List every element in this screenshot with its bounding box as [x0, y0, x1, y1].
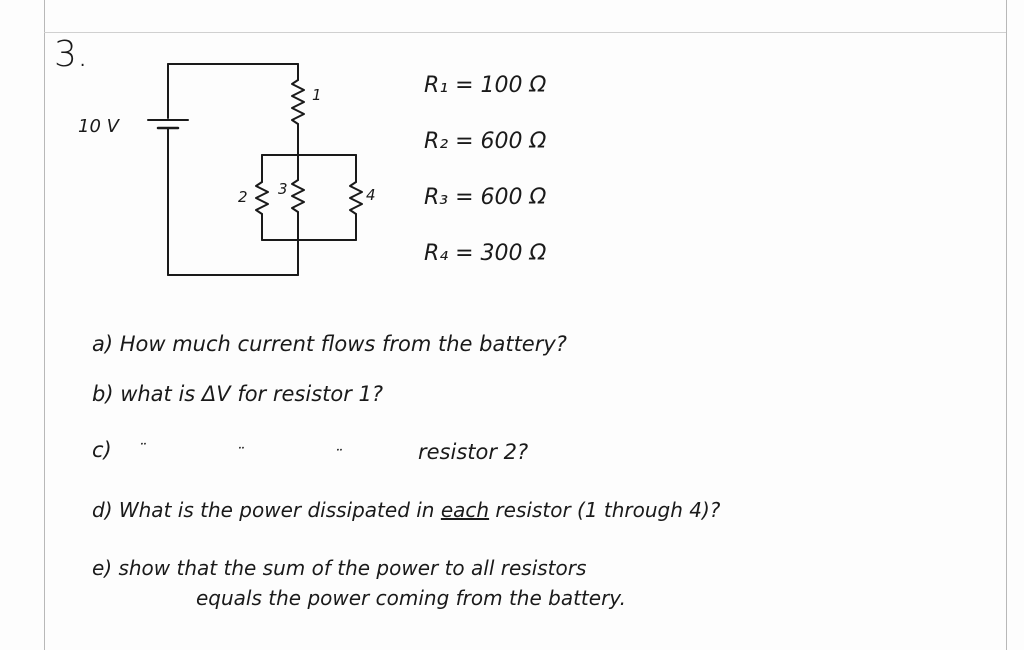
resistor-1-label: 1 — [312, 86, 322, 104]
ditto-mark-3: ¨ — [334, 446, 342, 465]
left-margin-rule — [44, 0, 45, 650]
resistor-4-label: 4 — [366, 186, 376, 204]
resistor-2-label: 2 — [238, 188, 248, 206]
question-d-suffix: resistor (1 through 4)? — [489, 498, 721, 522]
resistor-3-label: 3 — [278, 180, 288, 198]
ditto-mark-1: ¨ — [138, 440, 146, 459]
question-e-line1: e) show that the sum of the power to all… — [92, 556, 587, 580]
right-margin-rule — [1006, 0, 1007, 650]
resistor-4 — [349, 181, 363, 215]
ditto-mark-2: ¨ — [236, 444, 244, 463]
top-rule — [44, 32, 1006, 33]
resistor-2 — [255, 181, 269, 215]
question-d-emphasis: each — [440, 498, 490, 522]
resistor-3 — [291, 179, 305, 213]
question-b: b) what is ΔV for resistor 1? — [92, 382, 384, 406]
problem-number: 3. — [54, 34, 89, 75]
question-c-prefix: c) — [92, 438, 112, 462]
battery-voltage-label: 10 V — [78, 116, 119, 137]
question-c-text: resistor 2? — [418, 440, 529, 464]
question-d-prefix: d) What is the power dissipated in — [92, 498, 441, 522]
r3-value: R₃ = 600 Ω — [424, 185, 547, 210]
resistor-values-list: R₁ = 100 Ω R₂ = 600 Ω R₃ = 600 Ω R₄ = 30… — [424, 58, 546, 282]
question-e-line2: equals the power coming from the battery… — [196, 586, 626, 610]
resistor-1 — [291, 79, 305, 125]
r4-value: R₄ = 300 Ω — [424, 241, 547, 266]
r2-value: R₂ = 600 Ω — [424, 129, 547, 154]
r1-value: R₁ = 100 Ω — [424, 73, 547, 98]
question-a: a) How much current flows from the batte… — [92, 332, 567, 356]
question-d: d) What is the power dissipated in each … — [92, 498, 720, 522]
